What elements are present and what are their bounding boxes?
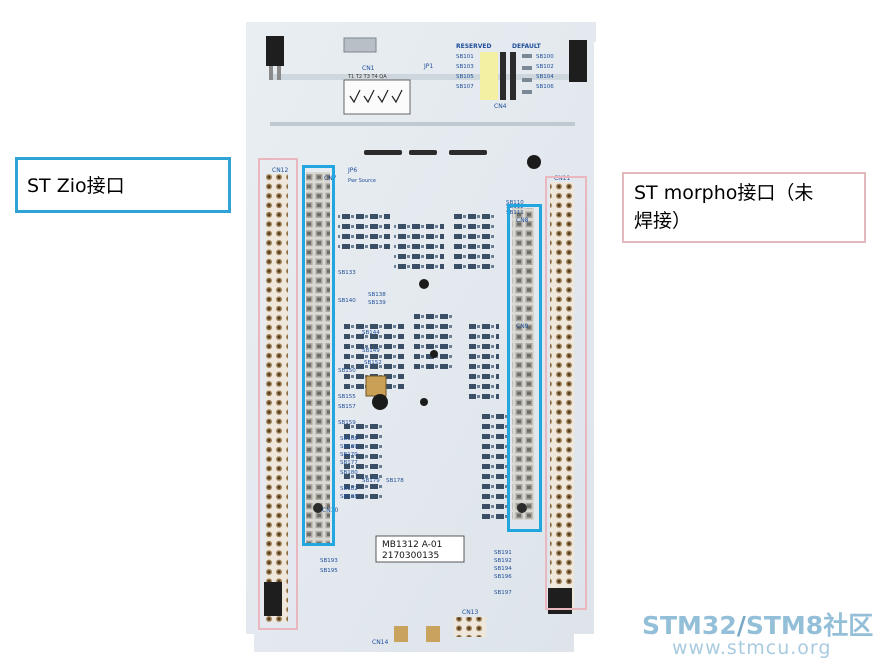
cn11-label: CN11 — [554, 175, 570, 182]
zio-right-frame — [507, 204, 542, 532]
zio-left-frame — [302, 165, 335, 546]
solder-bridge-label: SB103 — [456, 64, 474, 70]
cn12-label: CN12 — [272, 167, 288, 174]
zio-connector-callout: ST Zio接口 — [15, 157, 231, 213]
solder-bridge-label: SB102 — [536, 64, 554, 70]
cn7-label: CN7 — [324, 175, 337, 182]
solder-bridge-label: SB177 — [340, 460, 358, 466]
solder-bridge-label: SB107 — [456, 84, 474, 90]
solder-bridge-label: SB182 — [340, 486, 358, 492]
solder-bridge-label: SB191 — [494, 550, 512, 556]
morpho-right-frame — [545, 176, 587, 610]
solder-bridge-label: SB195 — [320, 568, 338, 574]
cn10-label: CN10 — [322, 507, 338, 514]
watermark-community: 社区 — [823, 611, 874, 640]
solder-bridge-label: SB178 — [386, 478, 404, 484]
solder-bridge-label: SB112 — [506, 204, 524, 210]
solder-bridge-label: SB104 — [536, 74, 554, 80]
morpho-left-frame — [258, 158, 298, 630]
solder-bridge-label: SB111 — [506, 210, 524, 216]
solder-bridge-label: SB168 — [340, 436, 358, 442]
checklist-label: T1 T2 T3 T4 QA — [347, 74, 387, 80]
solder-bridge-label: SB193 — [320, 558, 338, 564]
watermark-slash: / — [736, 611, 746, 640]
morpho-connector-callout: ST morpho接口（未 焊接） — [622, 172, 866, 243]
cn14-label: CN14 — [372, 639, 388, 646]
solder-bridge-label: SB138 — [368, 292, 386, 298]
watermark-stm32: STM32 — [642, 611, 737, 640]
jp6-label: JP6 — [347, 167, 357, 174]
solder-bridge-label: SB110 — [506, 200, 524, 206]
solder-bridge-label: SB152 — [364, 360, 382, 366]
cn9-label: CN9 — [516, 323, 529, 330]
solder-bridge-label: SB144 — [362, 330, 380, 336]
solder-bridge-label: SB139 — [368, 300, 386, 306]
solder-bridge-label: SB159 — [338, 420, 356, 426]
solder-bridge-label: SB133 — [338, 270, 356, 276]
jp1-label: JP1 — [423, 63, 433, 70]
solder-bridge-label: SB149 — [362, 348, 380, 354]
watermark-stm8: STM8 — [745, 611, 824, 640]
solder-bridge-label: SB157 — [338, 404, 356, 410]
solder-bridge-label: SB101 — [456, 54, 474, 60]
solder-bridge-label: SB194 — [494, 566, 512, 572]
zio-callout-text: ST Zio接口 — [27, 175, 125, 197]
solder-bridge-label: SB197 — [494, 590, 512, 596]
solder-bridge-label: SB192 — [494, 558, 512, 564]
solder-bridge-label: SB100 — [536, 54, 554, 60]
solder-bridge-label: SB169 — [340, 444, 358, 450]
cn8-label: CN8 — [516, 217, 529, 224]
solder-bridge-label: SB180 — [340, 470, 358, 476]
cn13-label: CN13 — [462, 609, 478, 616]
cn1-label: CN1 — [362, 65, 375, 72]
solder-bridge-label: SB170 — [340, 452, 358, 458]
solder-bridge-label: SB179 — [362, 478, 380, 484]
morpho-callout-line2: 焊接） — [634, 210, 692, 232]
solder-bridge-label: SB155 — [338, 394, 356, 400]
watermark-logo-text: STM32/STM8社区 — [642, 606, 873, 642]
solder-bridge-label: SB196 — [494, 574, 512, 580]
pwr-source-label: Pwr Source — [348, 178, 376, 184]
cn4-label: CN4 — [494, 103, 507, 110]
solder-bridge-label: SB150 — [338, 368, 356, 374]
solder-bridge-label: SB105 — [456, 74, 474, 80]
model-label-line1: MB1312 A-01 — [382, 540, 442, 550]
reserved-header-label: RESERVED — [456, 43, 492, 50]
solder-bridge-label: SB140 — [338, 298, 356, 304]
default-header-label: DEFAULT — [512, 43, 542, 50]
solder-bridge-label: SB188 — [340, 494, 358, 500]
model-label-line2: 2170300135 — [382, 551, 439, 561]
watermark-url: www.stmcu.org — [672, 637, 832, 659]
morpho-callout-line1: ST morpho接口（未 — [634, 182, 814, 204]
solder-bridge-label: SB106 — [536, 84, 554, 90]
